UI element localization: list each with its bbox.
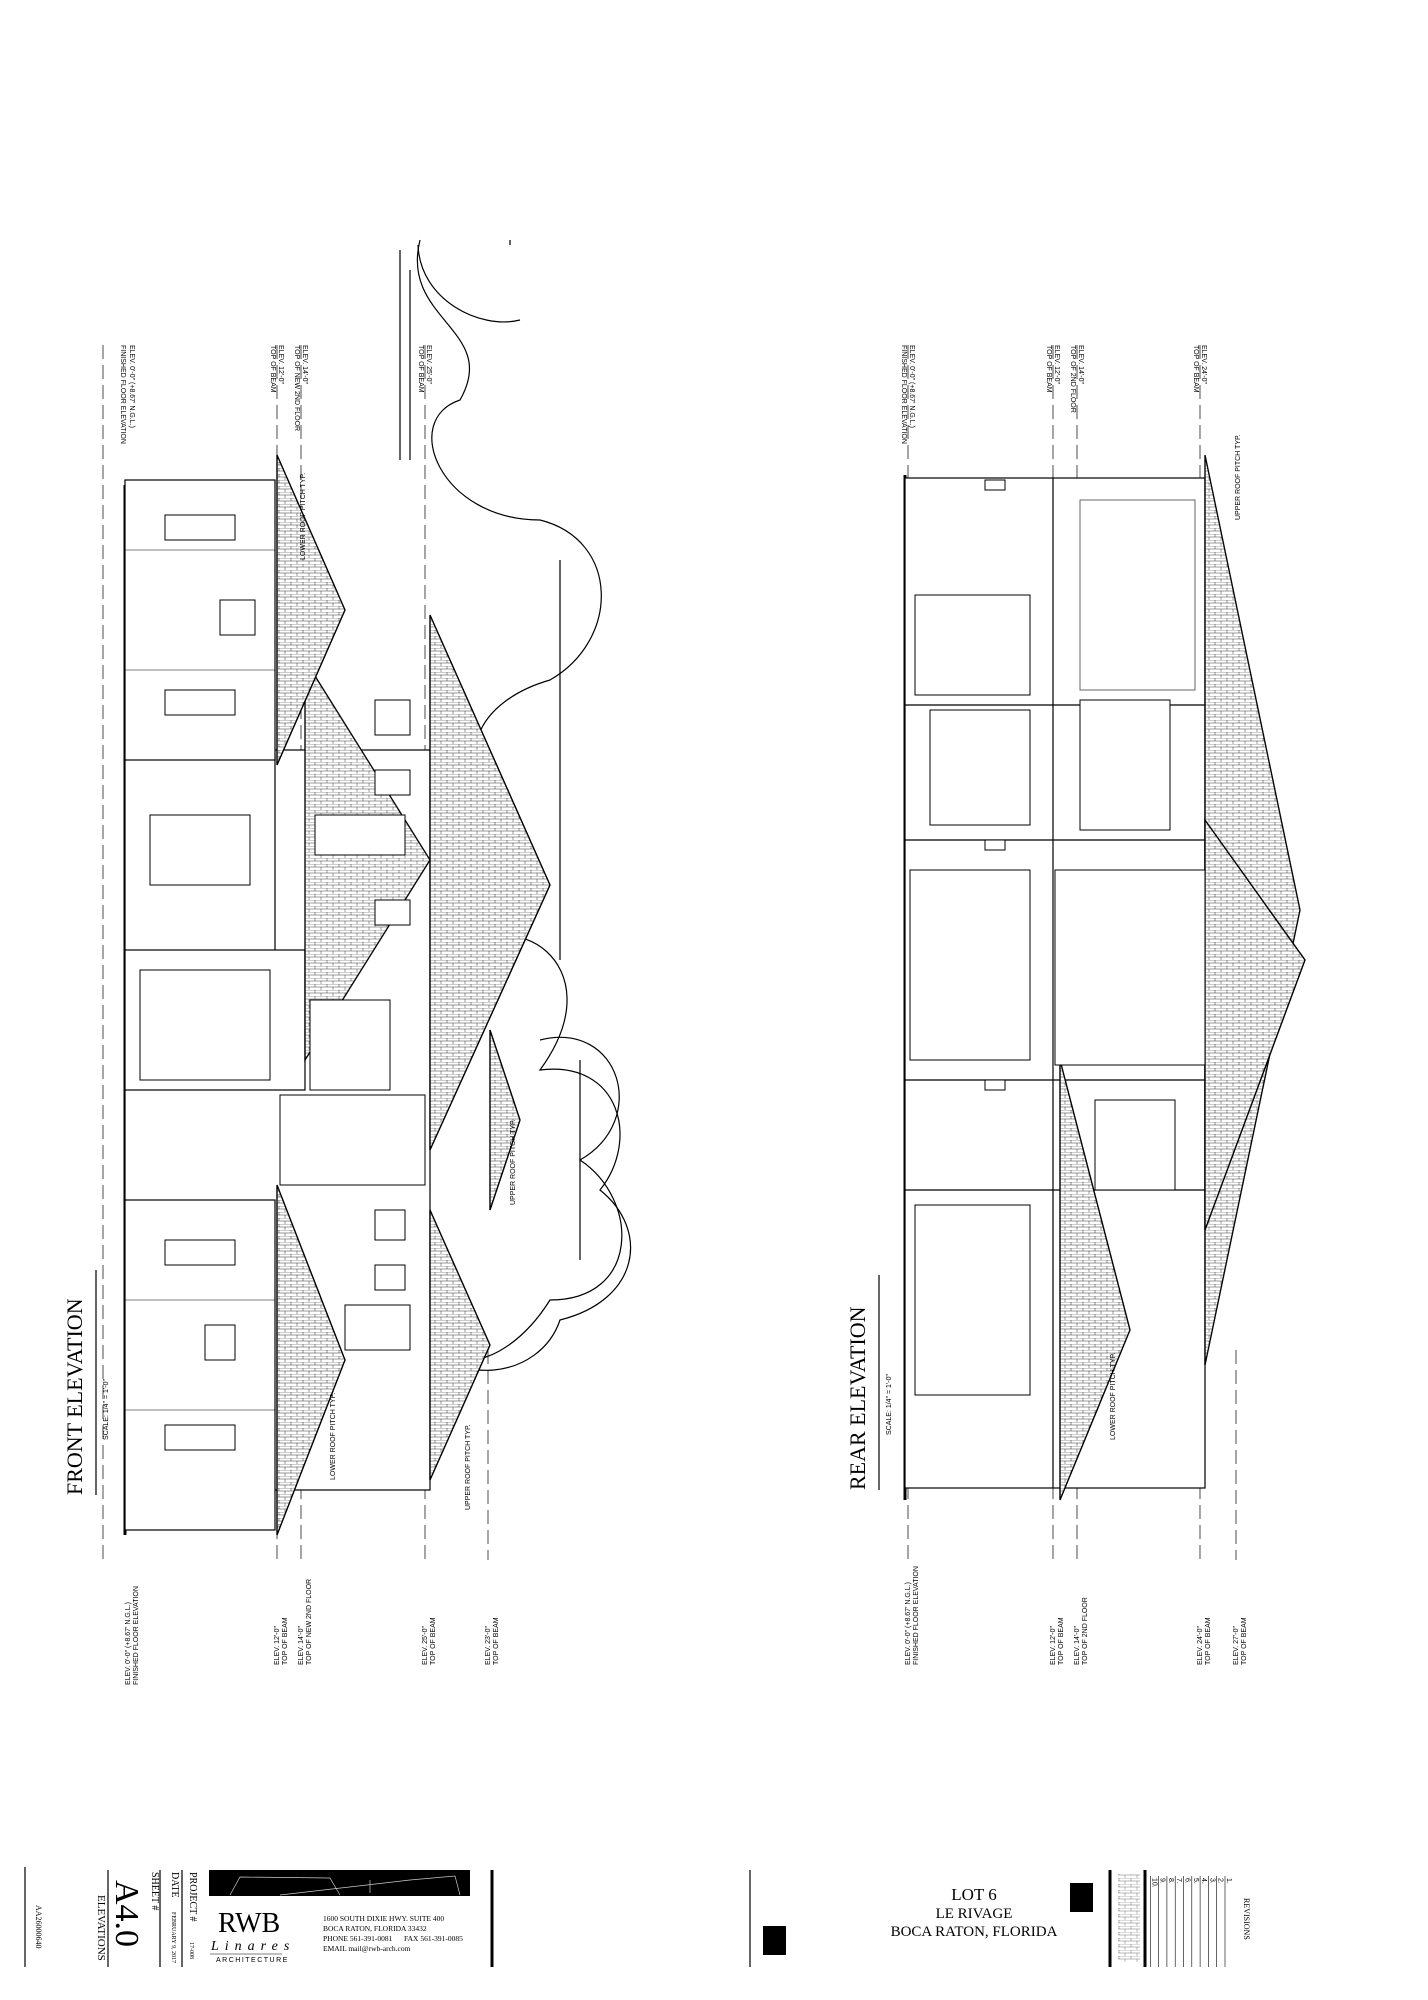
svg-text:ELEV. 0'-0" (+8.67' N.G.L.): ELEV. 0'-0" (+8.67' N.G.L.)	[125, 1602, 132, 1685]
svg-text:TOP OF BEAM: TOP OF BEAM	[1045, 345, 1052, 393]
seal-box	[1070, 1883, 1093, 1912]
project-number: 17-008	[188, 1942, 194, 1959]
project-title-location: BOCA RATON, FLORIDA	[891, 1924, 1058, 1940]
svg-text:TOP OF BEAM: TOP OF BEAM	[269, 345, 276, 393]
rear-level-labels: ELEV. 0'-0" (+8.67' N.G.L.) FINISHED FLO…	[900, 345, 1248, 1665]
svg-text:TOP OF BEAM: TOP OF BEAM	[417, 345, 424, 393]
svg-text:TOP OF BEAM: TOP OF BEAM	[430, 1617, 437, 1665]
svg-text:TOP OF BEAM: TOP OF BEAM	[1205, 1617, 1212, 1665]
front-elevation-scale: SCALE: 1/4" = 1'-0"	[103, 1379, 110, 1440]
rear-elevation-scale: SCALE: 1/4" = 1'-0"	[886, 1374, 893, 1435]
svg-text:UPPER ROOF PITCH TYP.: UPPER ROOF PITCH TYP.	[1235, 434, 1242, 520]
svg-text:FINISHED FLOOR ELEVATION: FINISHED FLOOR ELEVATION	[913, 1566, 920, 1665]
svg-text:ELEV. 12'-0": ELEV. 12'-0"	[1050, 1626, 1057, 1665]
svg-text:ELEV. 24'-0": ELEV. 24'-0"	[1200, 345, 1207, 384]
firm-phone: PHONE 561-391-0081	[323, 1934, 393, 1943]
svg-text:ELEV. 12'-0": ELEV. 12'-0"	[274, 1626, 281, 1665]
revision-row: 9.	[1159, 1878, 1166, 1884]
svg-text:LOWER ROOF PITCH TYP.: LOWER ROOF PITCH TYP.	[300, 473, 307, 560]
svg-text:UPPER ROOF PITCH TYP.: UPPER ROOF PITCH TYP.	[465, 1424, 472, 1510]
revision-row: 6.	[1184, 1878, 1191, 1884]
svg-text:TOP OF NEW 2ND FLOOR: TOP OF NEW 2ND FLOOR	[293, 345, 300, 431]
svg-text:ELEV. 24'-0": ELEV. 24'-0"	[1197, 1626, 1204, 1665]
project-title-community: LE RIVAGE	[936, 1906, 1013, 1922]
svg-text:UPPER ROOF PITCH TYP.: UPPER ROOF PITCH TYP.	[510, 1119, 517, 1205]
revision-row: 5.	[1192, 1878, 1199, 1884]
firm-logo-tag: ARCHITECTURE	[216, 1957, 289, 1964]
svg-text:TOP OF NEW 2ND FLOOR: TOP OF NEW 2ND FLOOR	[306, 1579, 313, 1665]
revision-row: 4.	[1200, 1878, 1207, 1884]
svg-text:ELEV. 23'-0": ELEV. 23'-0"	[485, 1626, 492, 1665]
revision-row: 1.	[1225, 1878, 1232, 1884]
svg-text:TOP OF BEAM: TOP OF BEAM	[282, 1617, 289, 1665]
svg-text:ELEV. 0'-0" (+8.67' N.G.L.): ELEV. 0'-0" (+8.67' N.G.L.)	[908, 345, 915, 428]
rear-elevation-drawing	[903, 345, 1306, 1560]
firm-email: EMAIL mail@rwb-arch.com	[323, 1944, 411, 1953]
revision-row: 7.	[1175, 1878, 1182, 1884]
svg-text:TOP OF BEAM: TOP OF BEAM	[1192, 345, 1199, 393]
firm-address-1: 1600 SOUTH DIXIE HWY. SUITE 400	[323, 1914, 444, 1923]
firm-fax: FAX 561-391-0085	[404, 1934, 463, 1943]
svg-text:ELEV. 12'-0": ELEV. 12'-0"	[277, 345, 284, 384]
svg-text:LOWER ROOF PITCH TYP.: LOWER ROOF PITCH TYP.	[330, 1393, 337, 1480]
logo-banner	[209, 1870, 470, 1896]
firm-address-2: BOCA RATON, FLORIDA 33432	[323, 1924, 427, 1933]
permit-number: AA26000640	[34, 1905, 43, 1949]
svg-text:ELEV. 0'-0" (+8.67' N.G.L.): ELEV. 0'-0" (+8.67' N.G.L.)	[905, 1582, 912, 1665]
rear-elevation-title: REAR ELEVATION	[845, 1306, 870, 1490]
svg-text:TOP OF 2ND FLOOR: TOP OF 2ND FLOOR	[1069, 345, 1076, 413]
svg-text:FINISHED FLOOR ELEVATION: FINISHED FLOOR ELEVATION	[900, 345, 907, 444]
svg-text:ELEV. 0'-0" (+8.67' N.G.L.): ELEV. 0'-0" (+8.67' N.G.L.)	[128, 345, 135, 428]
front-elevation-drawing	[102, 239, 632, 1560]
sheet-number: A4.0	[108, 1880, 145, 1947]
copyright-notice	[1118, 1874, 1140, 1962]
svg-text:ELEV. 27'-0": ELEV. 27'-0"	[1233, 1626, 1240, 1665]
sheet-name: ELEVATIONS	[95, 1895, 107, 1961]
project-title-lot: LOT 6	[951, 1885, 997, 1904]
svg-text:TOP OF BEAM: TOP OF BEAM	[1058, 1617, 1065, 1665]
revision-row: 8.	[1167, 1878, 1174, 1884]
svg-text:ELEV. 25'-0": ELEV. 25'-0"	[422, 1626, 429, 1665]
svg-text:TOP OF BEAM: TOP OF BEAM	[493, 1617, 500, 1665]
stamp-box	[763, 1926, 786, 1955]
svg-text:TOP OF BEAM: TOP OF BEAM	[1241, 1617, 1248, 1665]
svg-text:LOWER ROOF PITCH TYP.: LOWER ROOF PITCH TYP.	[1110, 1353, 1117, 1440]
svg-text:ELEV. 25'-0": ELEV. 25'-0"	[425, 345, 432, 384]
front-level-labels: ELEV. 0'-0" (+8.67' N.G.L.) FINISHED FLO…	[119, 345, 517, 1685]
svg-text:ELEV. 14'-0": ELEV. 14'-0"	[298, 1626, 305, 1665]
title-block: AA26000640 ELEVATIONS A4.0 SHEET # DATE …	[24, 1867, 1251, 1967]
revision-row: 10.	[1150, 1878, 1157, 1888]
svg-text:TOP OF 2ND FLOOR: TOP OF 2ND FLOOR	[1082, 1597, 1089, 1665]
revision-row: 2.	[1217, 1878, 1224, 1884]
firm-logo-sub: Linares	[210, 1939, 295, 1954]
svg-text:FINISHED FLOOR ELEVATION: FINISHED FLOOR ELEVATION	[133, 1586, 140, 1685]
svg-text:ELEV. 14'-0": ELEV. 14'-0"	[1077, 345, 1084, 384]
revisions-table: 1.2.3.4.5.6.7.8.9.10.	[1150, 1876, 1232, 1967]
front-elevation-title: FRONT ELEVATION	[62, 1298, 87, 1495]
firm-logo: RWB	[218, 1908, 280, 1939]
date: FEBRUARY 9, 2017	[170, 1912, 176, 1963]
project-label: PROJECT #	[187, 1872, 198, 1922]
svg-text:ELEV. 14'-0": ELEV. 14'-0"	[301, 345, 308, 384]
svg-text:FINISHED FLOOR ELEVATION: FINISHED FLOOR ELEVATION	[119, 345, 126, 444]
svg-text:ELEV. 14'-0": ELEV. 14'-0"	[1074, 1626, 1081, 1665]
revision-row: 3.	[1208, 1878, 1215, 1884]
revisions-label: REVISIONS	[1242, 1898, 1251, 1940]
date-label: DATE	[169, 1872, 180, 1898]
svg-text:ELEV. 12'-0": ELEV. 12'-0"	[1053, 345, 1060, 384]
sheet-label: SHEET #	[149, 1872, 160, 1910]
